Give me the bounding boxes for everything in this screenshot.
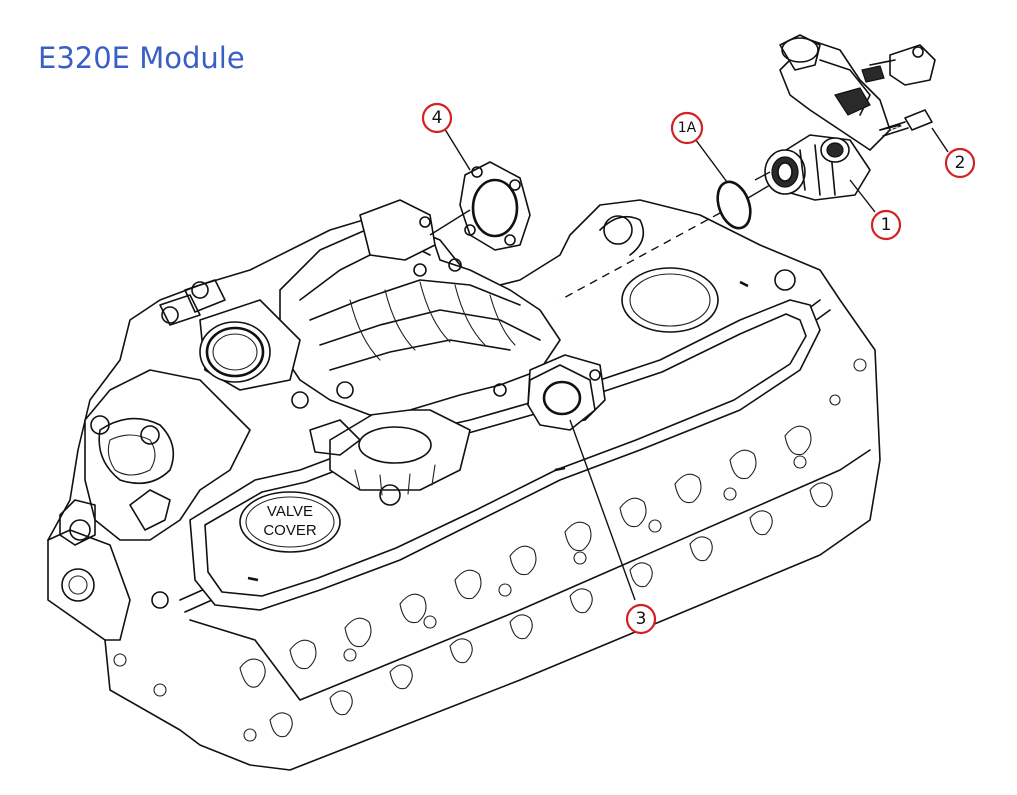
page-title: E320E Module bbox=[38, 41, 245, 75]
valve-cover-label-line1: VALVE bbox=[267, 503, 313, 520]
exhaust-manifold bbox=[59, 369, 251, 546]
callout-4: 4 bbox=[421, 102, 453, 134]
valve-cover: VALVE COVER bbox=[189, 215, 821, 611]
head-ports bbox=[239, 425, 833, 738]
callout-2: 2 bbox=[944, 147, 976, 179]
callout-1a-label: 1A bbox=[678, 120, 697, 136]
callout-3: 3 bbox=[625, 603, 657, 635]
gasket-4 bbox=[429, 161, 531, 251]
callout-1a: 1A bbox=[670, 111, 704, 145]
callout-4-label: 4 bbox=[432, 108, 443, 128]
gasket-3 bbox=[527, 364, 596, 431]
callout-1-label: 1 bbox=[881, 215, 892, 235]
valve-module-1 bbox=[754, 34, 936, 201]
o-ring-1a bbox=[559, 180, 771, 301]
breather-unit bbox=[309, 409, 471, 506]
bolt-2 bbox=[879, 109, 933, 137]
valve-cover-label-line2: COVER bbox=[263, 522, 317, 539]
callout-2-label: 2 bbox=[955, 153, 966, 173]
callout-3-label: 3 bbox=[636, 609, 647, 629]
head-bolt-holes bbox=[243, 358, 867, 742]
callout-1: 1 bbox=[870, 209, 902, 241]
